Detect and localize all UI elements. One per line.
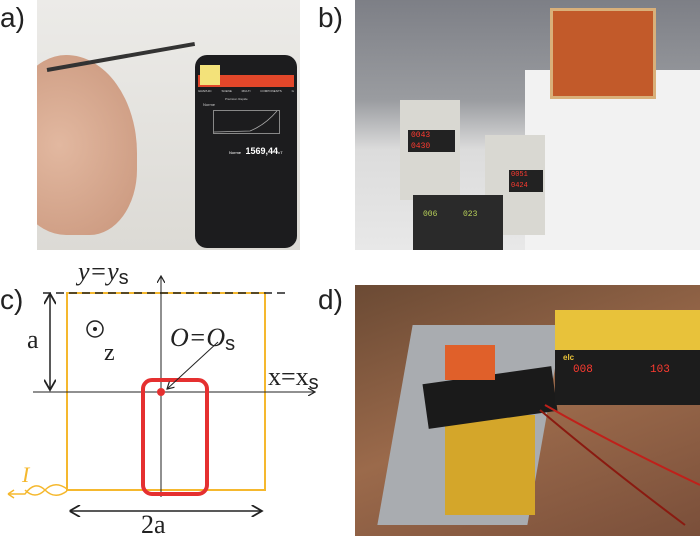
panel-label-b: b) <box>318 2 343 33</box>
current-label: I <box>21 462 31 487</box>
phone-outline <box>141 378 209 496</box>
phone-tab[interactable]: COMPONENTS <box>260 89 282 93</box>
display-value: 0430 <box>411 142 431 151</box>
panel-label-c: c) <box>0 284 24 315</box>
svg-text:x=xs: x=xs <box>268 362 319 394</box>
graph-curve <box>213 110 278 133</box>
phone-tab[interactable]: MULTI <box>241 89 251 93</box>
a-label: a <box>27 325 39 354</box>
phone-tab[interactable]: SCENE <box>221 89 232 93</box>
brand-label: elc <box>563 353 575 362</box>
svg-text:O=Os: O=Os <box>170 323 235 355</box>
photo-phone-on-coil: elc 008 103 <box>355 285 700 536</box>
sticky-note <box>200 65 220 85</box>
norm-value: 1569,44 <box>245 146 279 156</box>
display-value: 103 <box>650 364 670 376</box>
helmholtz-cube <box>550 8 656 99</box>
z-label: z <box>104 340 115 366</box>
styrofoam-box <box>525 70 700 250</box>
phone-tab[interactable]: GRAPHIC <box>198 89 212 93</box>
display-value: 0424 <box>511 182 528 190</box>
display-value: 023 <box>463 210 478 219</box>
display-value: 008 <box>573 364 593 376</box>
current-arrow-icon <box>7 489 15 499</box>
display-value: 0043 <box>411 131 431 140</box>
phone: GRAPHIC SCENE MULTI COMPONENTS G Précisi… <box>195 55 297 248</box>
panel-label-d: d) <box>318 284 343 315</box>
svg-text:y=ys: y=ys <box>75 257 129 289</box>
supply-elc: elc 008 103 <box>555 310 700 405</box>
display-value: 006 <box>423 210 438 219</box>
y-axis-label: y=y <box>75 257 119 286</box>
phone-subtitle: Rapide <box>238 97 248 101</box>
gold-coil-stand <box>445 415 535 515</box>
x-axis-label: x=x <box>268 362 309 391</box>
origin-arrow <box>167 341 219 389</box>
series-label: Norme <box>203 102 216 107</box>
origin-label: O=O <box>170 323 225 352</box>
y-axis-subscript: s <box>119 267 129 289</box>
value-label: Norme <box>229 150 242 155</box>
phone-graph <box>213 110 280 134</box>
panel-label-a: a) <box>0 2 25 33</box>
twisted-wire-icon <box>8 484 68 496</box>
phone-subtitle: Précision <box>225 97 238 101</box>
x-axis-subscript: s <box>309 372 319 394</box>
origin-dot <box>157 388 165 396</box>
supply-bottom: 006 023 <box>413 195 503 250</box>
cables <box>539 404 700 526</box>
unit: nT <box>278 150 283 155</box>
photo-power-supplies: 0043 0430 0051 0424 006 023 <box>355 0 700 250</box>
display-value: 0051 <box>511 171 528 179</box>
origin-subscript: s <box>225 333 235 355</box>
2a-label: 2a <box>141 510 166 536</box>
phone-tab[interactable]: G <box>291 89 294 93</box>
photo-phone-tweezers: GRAPHIC SCENE MULTI COMPONENTS G Précisi… <box>37 0 300 250</box>
supply-left: 0043 0430 <box>400 100 460 200</box>
z-out-of-page-icon <box>86 320 104 338</box>
orange-holder <box>445 345 495 380</box>
